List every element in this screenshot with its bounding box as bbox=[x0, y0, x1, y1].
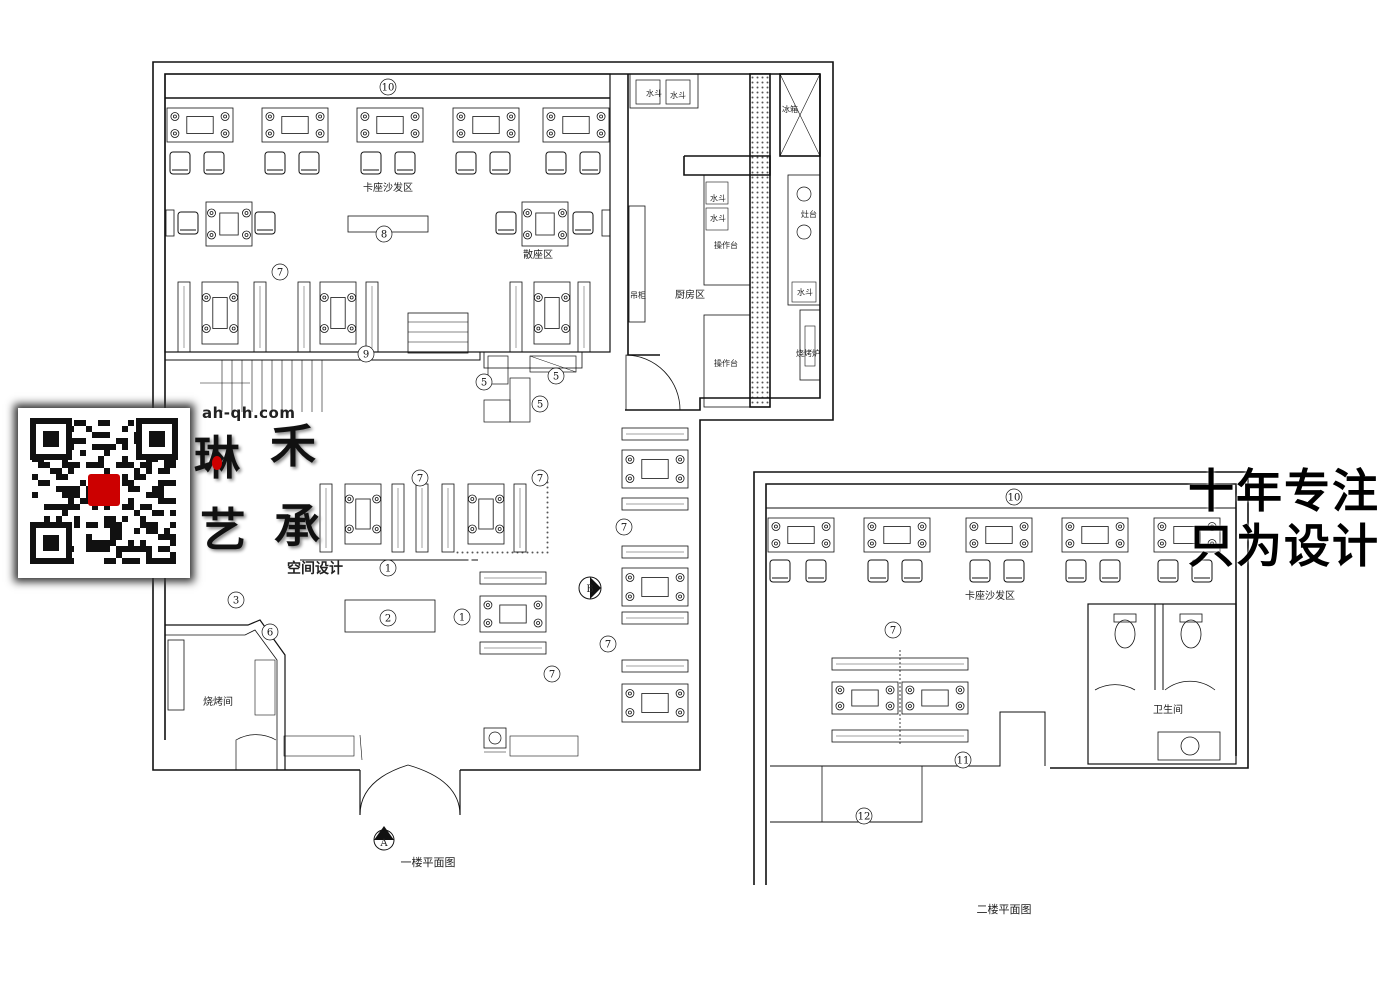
floor2-chairs bbox=[769, 559, 1213, 583]
slogan-line-1: 十年专注 bbox=[1188, 464, 1380, 518]
svg-text:7: 7 bbox=[277, 268, 283, 279]
floor2-center-tables bbox=[831, 613, 1203, 745]
svg-text:5: 5 bbox=[481, 378, 487, 389]
label-bbq: 烧烤间 bbox=[203, 695, 233, 708]
label-kitchen: 厨房区 bbox=[675, 288, 705, 301]
label-booth-f1: 卡座沙发区 bbox=[363, 181, 413, 194]
brand-char-3: 艺 bbox=[200, 503, 246, 557]
svg-text:5: 5 bbox=[553, 372, 559, 383]
brand-char-4: 承 bbox=[274, 499, 320, 553]
floor2-top-booth-tables bbox=[767, 517, 1221, 553]
label-counter1: 操作台 bbox=[714, 240, 738, 250]
qr-code bbox=[18, 408, 190, 578]
brand-red-dot bbox=[212, 456, 222, 470]
label-sink3: 水斗 bbox=[710, 193, 726, 203]
label-loose-f1: 散座区 bbox=[523, 248, 553, 261]
svg-text:11: 11 bbox=[957, 756, 970, 767]
svg-text:5: 5 bbox=[537, 400, 543, 411]
svg-text:A: A bbox=[379, 838, 388, 849]
floor1-chairs bbox=[169, 151, 601, 235]
floor2-walls bbox=[753, 471, 1249, 885]
brand-char-2: 禾 bbox=[270, 419, 316, 473]
svg-text:7: 7 bbox=[605, 640, 611, 651]
floor1-title: 一楼平面图 bbox=[401, 855, 456, 869]
svg-text:6: 6 bbox=[267, 628, 273, 639]
svg-text:10: 10 bbox=[382, 83, 395, 94]
label-hanging: 吊柜 bbox=[630, 290, 646, 300]
label-oven: 烧烤炉 bbox=[796, 348, 820, 358]
brand-char-1: 琳 bbox=[194, 422, 240, 488]
room-labels: 卡座沙发区 散座区 厨房区 烧烤间 吊柜 冰箱 灶台 水斗 水斗 水斗 水斗 水… bbox=[203, 88, 1183, 916]
svg-text:9: 9 bbox=[363, 350, 369, 361]
floor2-title: 二楼平面图 bbox=[977, 902, 1032, 916]
label-counter2: 操作台 bbox=[714, 358, 738, 368]
svg-text:7: 7 bbox=[417, 474, 423, 485]
slogan-line-2: 只为设计 bbox=[1188, 519, 1380, 573]
svg-text:8: 8 bbox=[381, 230, 387, 241]
section-marker-b: B bbox=[578, 576, 602, 600]
svg-text:B: B bbox=[586, 584, 593, 595]
label-stove: 灶台 bbox=[801, 209, 817, 219]
svg-text:1: 1 bbox=[459, 613, 465, 624]
floor1-top-booth-tables bbox=[165, 107, 611, 247]
floor1-side-tables bbox=[177, 281, 689, 723]
svg-text:7: 7 bbox=[621, 523, 627, 534]
label-sink4: 水斗 bbox=[710, 213, 726, 223]
svg-text:7: 7 bbox=[890, 626, 896, 637]
svg-text:7: 7 bbox=[537, 474, 543, 485]
section-marker-a: A bbox=[373, 826, 395, 851]
svg-text:7: 7 bbox=[549, 670, 555, 681]
svg-text:3: 3 bbox=[233, 596, 239, 607]
brand-logo: 琳 禾 艺 承 bbox=[190, 404, 360, 574]
label-wc: 卫生间 bbox=[1153, 703, 1183, 716]
label-booth-f2: 卡座沙发区 bbox=[965, 589, 1015, 602]
svg-text:10: 10 bbox=[1008, 493, 1021, 504]
brand-subtitle: 空间设计 bbox=[287, 561, 343, 577]
svg-text:1: 1 bbox=[385, 564, 391, 575]
label-sink5: 水斗 bbox=[797, 287, 813, 297]
label-sink1: 水斗 bbox=[646, 88, 662, 98]
svg-text:12: 12 bbox=[858, 812, 871, 823]
label-fridge: 冰箱 bbox=[782, 104, 798, 114]
label-sink2: 水斗 bbox=[670, 90, 686, 100]
watermark-url: ah-qh.com bbox=[202, 404, 296, 422]
svg-text:2: 2 bbox=[385, 614, 391, 625]
